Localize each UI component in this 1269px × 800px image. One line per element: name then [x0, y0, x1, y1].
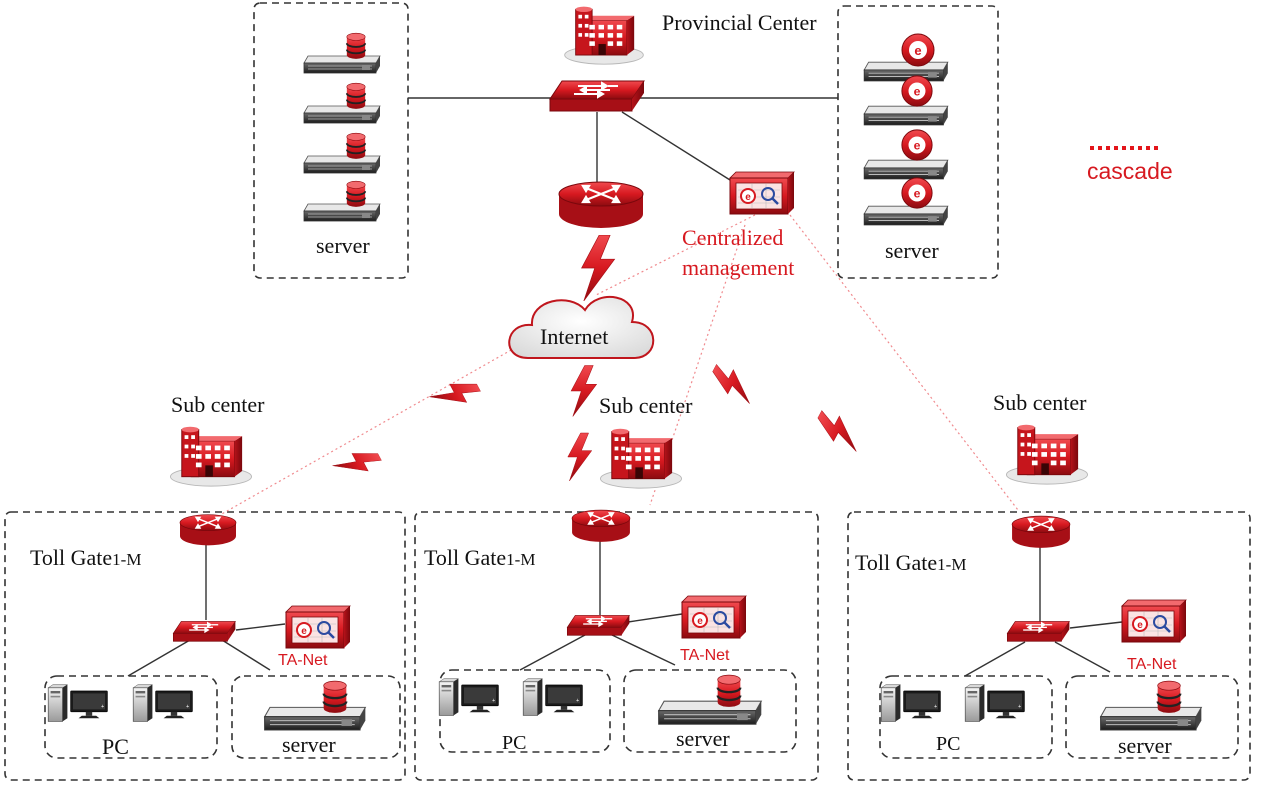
router-icon[interactable]: [179, 513, 237, 547]
toll-gate-range: 1-M: [937, 555, 967, 574]
ta-net-appliance-icon[interactable]: [284, 604, 352, 650]
ta-net-appliance-icon[interactable]: [1120, 598, 1188, 644]
toll-gate-box-1: [4, 511, 406, 781]
toll-gate-label-2: Toll Gate1-M: [424, 547, 535, 569]
lightning-icon: [581, 235, 615, 301]
provincial-right-servers: [863, 33, 949, 226]
disc-icon: [901, 177, 933, 209]
provincial-center-label: Provincial Center: [662, 10, 817, 35]
ta-net-label-3: TA-Net: [1127, 656, 1177, 673]
centralized-management-label-1: Centralized: [682, 225, 784, 250]
rack-server-icon: [658, 700, 762, 725]
database-icon: [1156, 680, 1182, 714]
provincial-server-group-right: [837, 5, 999, 279]
toll-gate-label-3: Toll Gate1-M: [855, 552, 966, 574]
lightning-icon: [428, 372, 483, 418]
server-group-3: [1065, 675, 1239, 759]
toll-gate-devices-3: [880, 515, 1203, 731]
internet-cloud-icon: [508, 295, 655, 359]
pc-icon: [522, 678, 583, 716]
lightning-icon: [331, 442, 384, 486]
pc-label-2: PC: [502, 732, 527, 754]
sub-center-label-1: Sub center: [171, 392, 265, 417]
sub-center-label-2: Sub center: [599, 393, 693, 418]
provincial-server-group-left: [253, 2, 409, 279]
sub-center-building-icon-3: [1005, 424, 1089, 485]
ta-net-label-1: TA-Net: [278, 652, 328, 669]
pc-icon: [438, 678, 499, 716]
rack-server-icon: [863, 105, 949, 126]
pc-label-3: PC: [936, 733, 961, 755]
rack-server-icon: [863, 205, 949, 226]
pc-icon: [132, 684, 193, 722]
toll-gate-name: Toll Gate: [424, 545, 507, 570]
rack-server-icon: [303, 55, 381, 74]
server-label-gate-1: server: [282, 732, 336, 757]
rack-server-icon: [303, 203, 381, 222]
rack-server-icon: [263, 706, 367, 731]
rack-server-icon: [863, 159, 949, 180]
lightning-icon: [570, 365, 597, 417]
provincial-left-servers: [303, 32, 381, 222]
switch-icon[interactable]: [1006, 620, 1071, 642]
lightning-icon: [567, 432, 593, 482]
central-management-appliance-icon[interactable]: [728, 170, 796, 216]
server-group-1: [231, 675, 401, 759]
rack-server-icon: [303, 155, 381, 174]
server-group-2: [623, 669, 797, 753]
lightning-icon: [706, 360, 761, 406]
disc-icon: [901, 33, 935, 67]
switch-icon[interactable]: [566, 614, 631, 636]
toll-gate-name: Toll Gate: [855, 550, 938, 575]
toll-gate-name: Toll Gate: [30, 545, 113, 570]
ta-net-label-2: TA-Net: [680, 647, 730, 664]
router-icon[interactable]: [571, 509, 631, 543]
pc-icon: [47, 684, 108, 722]
database-icon: [345, 132, 367, 160]
disc-icon: [901, 75, 933, 107]
toll-gate-label-1: Toll Gate1-M: [30, 547, 141, 569]
switch-icon[interactable]: [172, 620, 237, 642]
router-icon[interactable]: [1011, 515, 1071, 549]
lightning-icon: [810, 406, 868, 454]
pc-group-1: [44, 675, 218, 759]
sub-center-building-icon-1: [169, 426, 253, 487]
pc-icon: [880, 684, 941, 722]
database-icon: [345, 82, 367, 110]
core-switch-icon[interactable]: [548, 79, 646, 113]
database-icon: [345, 180, 367, 208]
provincial-router-icon[interactable]: [557, 180, 645, 230]
rack-server-icon: [303, 105, 381, 124]
sub-center-label-3: Sub center: [993, 390, 1087, 415]
centralized-management-label-2: management: [682, 255, 795, 280]
internet-label: Internet: [540, 324, 609, 349]
toll-gate-range: 1-M: [506, 550, 536, 569]
sub-center-building-icon-2: [599, 428, 683, 489]
server-label-left: server: [316, 233, 370, 258]
toll-gate-range: 1-M: [112, 550, 142, 569]
server-label-right: server: [885, 238, 939, 263]
pc-icon: [964, 684, 1025, 722]
ta-net-appliance-icon[interactable]: [680, 594, 748, 640]
database-icon: [322, 680, 348, 714]
toll-gate-box-3: [847, 511, 1251, 781]
rack-server-icon: [1099, 706, 1203, 731]
provincial-center-building-icon: [564, 6, 644, 65]
disc-icon: [901, 129, 933, 161]
rack-server-icon: [863, 61, 949, 82]
server-label-gate-3: server: [1118, 733, 1172, 758]
network-links: [127, 97, 1123, 677]
cascade-legend-label: cascade: [1087, 158, 1173, 184]
server-label-gate-2: server: [676, 726, 730, 751]
database-icon: [345, 32, 367, 60]
database-icon: [716, 674, 742, 708]
pc-label-1: PC: [102, 734, 129, 759]
